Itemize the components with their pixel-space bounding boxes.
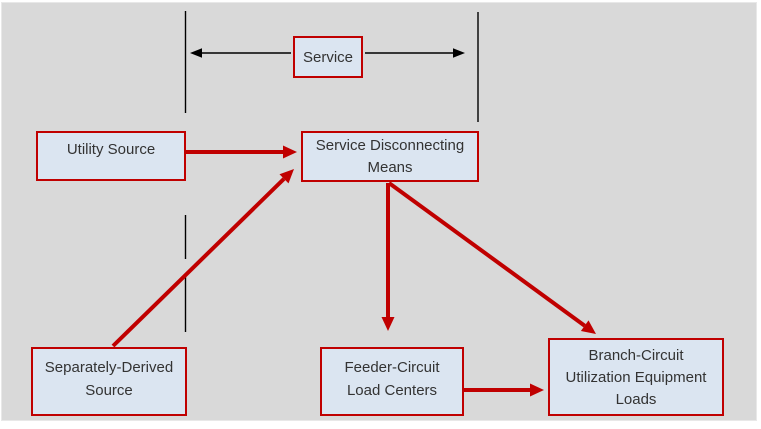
service-disconnecting-means-box: Service Disconnecting Means <box>301 131 479 182</box>
separately-derived-source-box: Separately-Derived Source <box>31 347 187 416</box>
service-box: Service <box>293 36 363 78</box>
sdm-label-line2: Means <box>367 159 413 176</box>
branch-circuit-loads-box: Branch-Circuit Utilization Equipment Loa… <box>548 338 724 416</box>
utility-source-label: Utility Source <box>66 141 156 158</box>
service-box-label: Service <box>302 48 354 66</box>
arrow-utility-to-sdm <box>186 145 297 159</box>
branch-label-line3: Loads <box>615 391 657 408</box>
arrow-separately-to-sdm <box>111 169 294 348</box>
arrow-feeder-to-branch <box>464 383 544 397</box>
branch-label-line2: Utilization Equipment <box>565 369 707 386</box>
separately-derived-label-line1: Separately-Derived <box>44 359 174 376</box>
arrowhead-right <box>453 48 465 58</box>
arrow-sdm-to-feeder <box>381 183 395 331</box>
arrow-sdm-to-branch <box>387 181 596 334</box>
arrowhead-left <box>190 48 202 58</box>
branch-label-line1: Branch-Circuit <box>588 347 684 364</box>
service-span-arrow <box>190 48 465 58</box>
sdm-label-line1: Service Disconnecting <box>315 137 465 154</box>
feeder-label-line1: Feeder-Circuit <box>344 359 440 376</box>
separately-derived-label-line2: Source <box>85 382 133 399</box>
feeder-circuit-load-centers-box: Feeder-Circuit Load Centers <box>320 347 464 416</box>
feeder-label-line2: Load Centers <box>346 382 438 399</box>
utility-source-box: Utility Source <box>36 131 186 181</box>
